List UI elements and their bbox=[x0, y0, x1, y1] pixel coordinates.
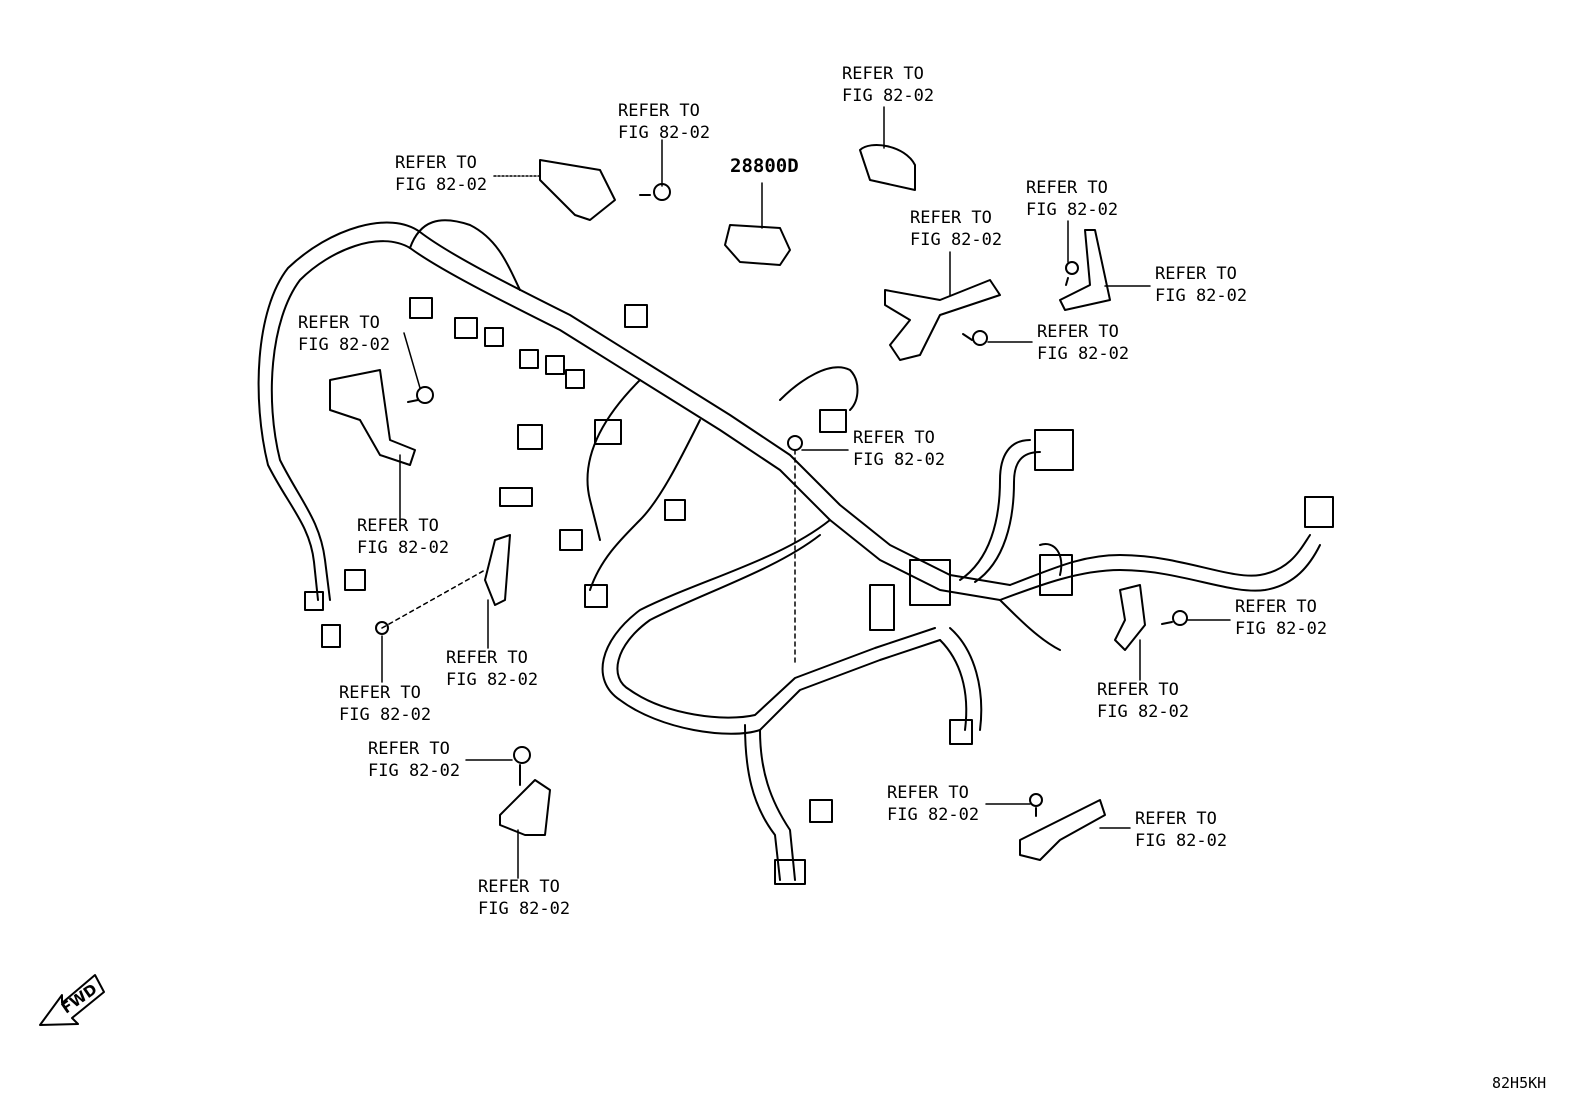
brackets bbox=[329, 144, 1146, 861]
leader-lines bbox=[381, 106, 1231, 879]
harness-trunk bbox=[257, 219, 1321, 881]
fwd-arrow-icon: FWD bbox=[39, 974, 105, 1026]
connectors bbox=[304, 297, 1334, 885]
diagram-code: 82H5KH bbox=[1492, 1074, 1547, 1092]
part-number-label: 28800D bbox=[730, 155, 799, 177]
